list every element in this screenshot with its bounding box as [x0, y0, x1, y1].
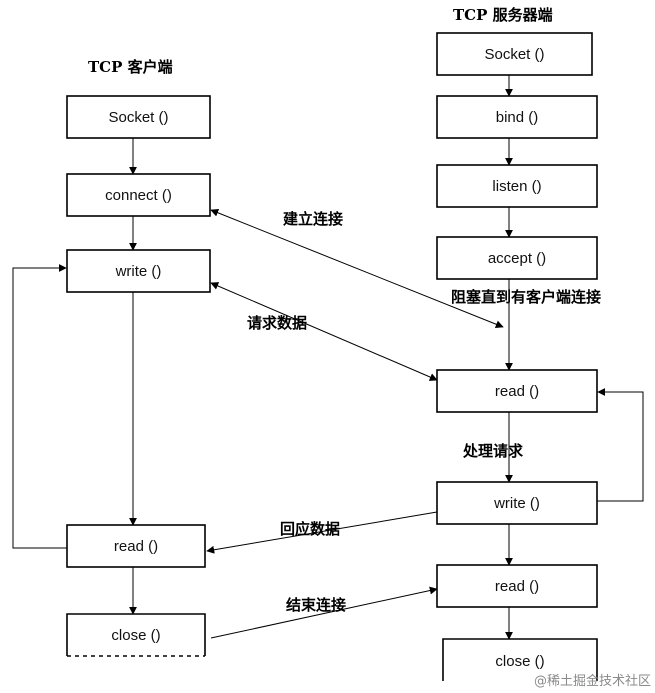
blocking-label: 阻塞直到有客户端连接	[451, 288, 601, 306]
establish-connection-label: 建立连接	[283, 210, 343, 228]
server-loop-arrow	[597, 388, 644, 502]
client-connect-box: connect ()	[66, 173, 211, 217]
client-close-box: close ()	[66, 613, 206, 657]
server-socket-label: Socket ()	[484, 46, 544, 63]
server-listen-label: listen ()	[492, 178, 541, 195]
client-write-box: write ()	[66, 249, 211, 293]
client-close-label: close ()	[111, 627, 160, 644]
client-write-label: write ()	[115, 263, 162, 280]
server-read-box-2: read ()	[436, 564, 598, 608]
client-title: TCP 客户端	[88, 58, 173, 76]
respond-data-arrow	[206, 511, 438, 554]
request-data-arrow	[210, 282, 438, 381]
watermark-text: @稀土掘金技术社区	[534, 673, 651, 689]
client-read-box: read ()	[66, 524, 206, 568]
client-socket-box: Socket ()	[66, 95, 211, 139]
finish-connection-label: 结束连接	[286, 596, 346, 614]
server-write-label: write ()	[493, 495, 540, 512]
server-read-box-1: read ()	[436, 369, 598, 413]
server-socket-box: Socket ()	[436, 32, 593, 76]
server-bind-box: bind ()	[436, 95, 598, 139]
client-connect-label: connect ()	[105, 187, 172, 204]
server-listen-box: listen ()	[436, 164, 598, 208]
server-close-box: close ()	[442, 638, 598, 681]
establish-connection-arrow	[210, 208, 504, 329]
client-socket-label: Socket ()	[108, 109, 168, 126]
server-bind-label: bind ()	[496, 109, 539, 126]
client-loop-arrow	[12, 264, 67, 549]
request-data-label: 请求数据	[247, 314, 307, 332]
server-write-box: write ()	[436, 481, 598, 525]
respond-data-label: 回应数据	[280, 520, 340, 538]
client-read-label: read ()	[114, 538, 158, 555]
process-request-label: 处理请求	[462, 442, 524, 460]
server-title: TCP 服务器端	[453, 6, 553, 24]
server-close-label: close ()	[495, 653, 544, 670]
server-read-label-2: read ()	[495, 578, 539, 595]
server-accept-box: accept ()	[436, 236, 598, 280]
server-read-label-1: read ()	[495, 383, 539, 400]
server-accept-label: accept ()	[488, 250, 546, 267]
finish-connection-arrow	[210, 586, 438, 639]
